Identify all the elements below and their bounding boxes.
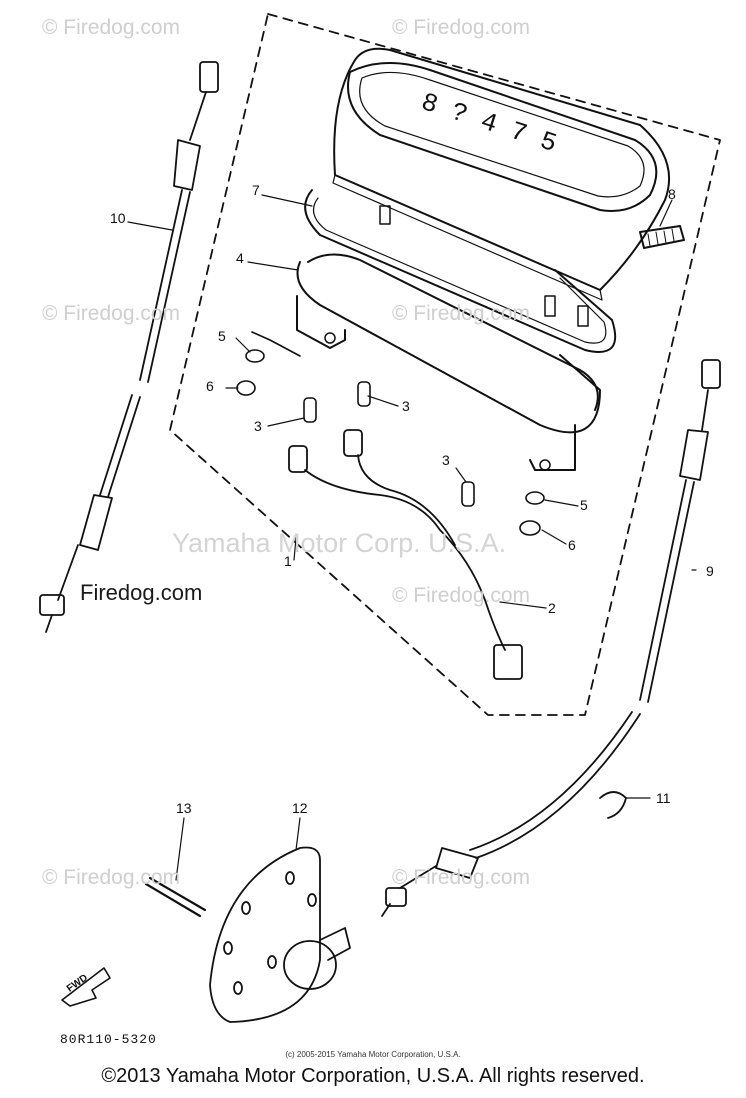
cable-9 xyxy=(381,359,721,917)
callout-3: 3 xyxy=(442,452,450,468)
callout-6: 6 xyxy=(206,378,214,394)
callout-3: 3 xyxy=(402,398,410,414)
speedometer-gear xyxy=(209,846,351,1023)
callout-3: 3 xyxy=(254,418,262,434)
watermark-firedog: © Firedog.com xyxy=(392,866,531,889)
callout-8: 8 xyxy=(668,186,676,202)
watermark-firedog: © Firedog.com xyxy=(392,16,531,39)
callout-1: 1 xyxy=(284,553,292,569)
meter-housing: 8 ? 4 7 5 xyxy=(332,47,685,327)
callout-10: 10 xyxy=(110,210,126,226)
callout-13: 13 xyxy=(176,800,192,816)
watermark-firedog: © Firedog.com xyxy=(42,302,181,325)
callout-9: 9 xyxy=(706,563,714,579)
small-copyright: (c) 2005-2015 Yamaha Motor Corporation, … xyxy=(285,1050,461,1059)
copyright-notice: ©2013 Yamaha Motor Corporation, U.S.A. A… xyxy=(101,1065,645,1087)
small-parts xyxy=(236,331,545,536)
assembly-boundary xyxy=(169,13,721,716)
fwd-arrow xyxy=(61,967,111,1007)
clamp xyxy=(599,791,627,819)
callout-11: 11 xyxy=(656,790,671,806)
gasket xyxy=(304,189,617,353)
watermark-company: Yamaha Motor Corp. U.S.A. xyxy=(172,528,507,558)
callout-2: 2 xyxy=(548,600,556,616)
cable-10 xyxy=(39,61,219,633)
svg-text:8 ? 4 7 5: 8 ? 4 7 5 xyxy=(418,87,561,159)
callout-4: 4 xyxy=(236,250,244,266)
watermark-firedog: © Firedog.com xyxy=(392,584,531,607)
callout-12: 12 xyxy=(292,800,308,816)
wiring-harness xyxy=(288,429,523,680)
callout-5: 5 xyxy=(580,497,588,513)
callout-5: 5 xyxy=(218,328,226,344)
part-code: 80R110-5320 xyxy=(60,1032,157,1047)
watermark-firedog: © Firedog.com xyxy=(392,302,531,325)
watermark-firedog: © Firedog.com xyxy=(42,16,181,39)
leader-lines xyxy=(127,194,697,881)
watermark-firedog: © Firedog.com xyxy=(42,866,181,889)
watermark-firedog-plain: Firedog.com xyxy=(80,580,203,605)
callout-6: 6 xyxy=(568,537,576,553)
callout-7: 7 xyxy=(252,182,260,198)
pin xyxy=(144,876,207,918)
mounting-bracket xyxy=(296,253,601,471)
